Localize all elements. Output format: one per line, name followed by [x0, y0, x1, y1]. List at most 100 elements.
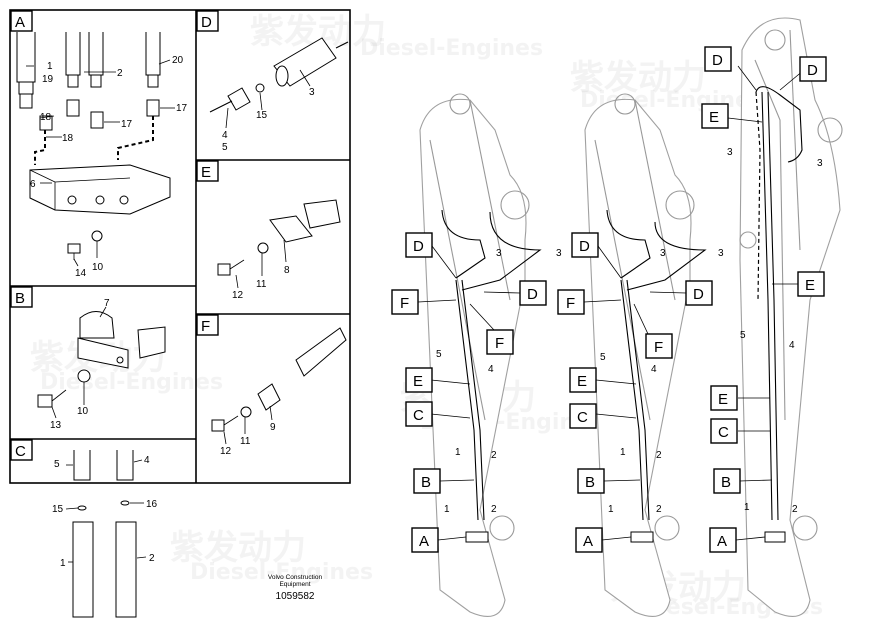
drawing-number: 1059582 — [275, 591, 315, 602]
svg-text:3: 3 — [556, 248, 562, 259]
svg-text:F: F — [400, 295, 409, 312]
boom-3-callout-e3: E — [710, 385, 738, 411]
svg-text:12: 12 — [232, 290, 244, 301]
svg-text:1: 1 — [444, 504, 450, 515]
svg-text:1: 1 — [60, 558, 66, 569]
svg-text:9: 9 — [270, 422, 276, 433]
svg-text:5: 5 — [740, 330, 746, 341]
svg-text:D: D — [579, 238, 590, 255]
svg-text:5: 5 — [54, 459, 60, 470]
boom-2-callout-f2: F — [645, 333, 673, 359]
svg-text:B: B — [585, 474, 595, 491]
boom-3-callout-c: C — [710, 418, 738, 444]
svg-text:D: D — [527, 286, 538, 303]
svg-text:F: F — [566, 295, 575, 312]
boom-2-callout-e: E — [569, 367, 597, 393]
detail-c-drawing — [65, 450, 147, 618]
svg-text:17: 17 — [121, 119, 133, 130]
caption-line-1: Volvo Construction — [267, 574, 323, 581]
svg-text:A: A — [717, 533, 727, 550]
svg-text:C: C — [413, 407, 424, 424]
svg-text:11: 11 — [240, 436, 251, 447]
svg-text:1: 1 — [744, 502, 750, 513]
svg-text:3: 3 — [660, 248, 666, 259]
svg-text:E: E — [201, 164, 211, 181]
section-tag-e: E — [196, 160, 219, 182]
boom-2-callout-f1: F — [557, 289, 585, 315]
svg-text:13: 13 — [50, 420, 62, 431]
svg-text:D: D — [413, 238, 424, 255]
boom-3-callout-d1: D — [704, 46, 732, 72]
boom-1-callout-f2: F — [486, 329, 514, 355]
boom-3-callout-e2: E — [797, 271, 825, 297]
detail-b-drawing — [37, 306, 166, 419]
detail-a-drawing — [16, 32, 175, 267]
svg-text:2: 2 — [149, 553, 155, 564]
svg-text:E: E — [413, 373, 423, 390]
svg-text:A: A — [15, 14, 25, 31]
svg-text:16: 16 — [146, 499, 158, 510]
svg-text:15: 15 — [52, 504, 64, 515]
svg-text:5: 5 — [222, 142, 228, 153]
svg-text:5: 5 — [436, 349, 442, 360]
svg-text:4: 4 — [789, 340, 795, 351]
svg-text:3: 3 — [817, 158, 823, 169]
svg-text:2: 2 — [656, 504, 662, 515]
svg-text:18: 18 — [62, 133, 74, 144]
svg-text:2: 2 — [491, 450, 497, 461]
svg-text:19: 19 — [42, 74, 54, 85]
section-tag-a: A — [10, 10, 33, 32]
svg-text:E: E — [718, 391, 728, 408]
svg-text:A: A — [583, 533, 593, 550]
svg-text:B: B — [721, 474, 731, 491]
boom-3-callout-a: A — [709, 527, 737, 553]
svg-text:1: 1 — [455, 447, 461, 458]
boom-2-callout-a: A — [575, 527, 603, 553]
svg-text:C: C — [718, 424, 729, 441]
detail-d-drawing — [209, 37, 349, 129]
svg-text:F: F — [654, 339, 663, 356]
svg-text:12: 12 — [220, 446, 232, 457]
svg-text:2: 2 — [117, 68, 123, 79]
svg-text:10: 10 — [77, 406, 89, 417]
svg-text:B: B — [15, 290, 25, 307]
svg-text:A: A — [419, 533, 429, 550]
svg-text:3: 3 — [727, 147, 733, 158]
boom-2-callout-d1: D — [571, 232, 599, 258]
svg-text:4: 4 — [488, 364, 494, 375]
svg-text:3: 3 — [718, 248, 724, 259]
svg-text:C: C — [15, 443, 26, 460]
section-tag-f: F — [196, 314, 219, 336]
svg-text:14: 14 — [75, 268, 87, 279]
svg-text:D: D — [201, 14, 212, 31]
svg-text:2: 2 — [491, 504, 497, 515]
svg-text:D: D — [807, 62, 818, 79]
svg-text:1: 1 — [47, 61, 53, 72]
svg-text:D: D — [693, 286, 704, 303]
svg-text:3: 3 — [496, 248, 502, 259]
svg-text:5: 5 — [600, 352, 606, 363]
boom-3-callout-b: B — [713, 468, 741, 494]
boom-1-callout-d1: D — [405, 232, 433, 258]
svg-text:E: E — [709, 109, 719, 126]
svg-text:4: 4 — [222, 130, 228, 141]
boom-2-callout-d2: D — [685, 280, 713, 306]
section-tag-c: C — [10, 439, 33, 461]
boom-2-callout-c: C — [569, 403, 597, 429]
svg-text:8: 8 — [284, 265, 290, 276]
boom-1-callout-a: A — [411, 527, 439, 553]
svg-text:E: E — [805, 277, 815, 294]
detail-f-drawing — [211, 327, 347, 445]
svg-text:E: E — [577, 373, 587, 390]
svg-text:D: D — [712, 52, 723, 69]
left-panel-frame — [9, 9, 351, 484]
boom-1-callout-d2: D — [519, 280, 547, 306]
section-tag-d: D — [196, 10, 219, 32]
boom-1-callout-e: E — [405, 367, 433, 393]
caption-line-2: Equipment — [279, 581, 311, 588]
svg-text:10: 10 — [92, 262, 104, 273]
svg-text:18: 18 — [40, 112, 52, 123]
svg-text:4: 4 — [651, 364, 657, 375]
